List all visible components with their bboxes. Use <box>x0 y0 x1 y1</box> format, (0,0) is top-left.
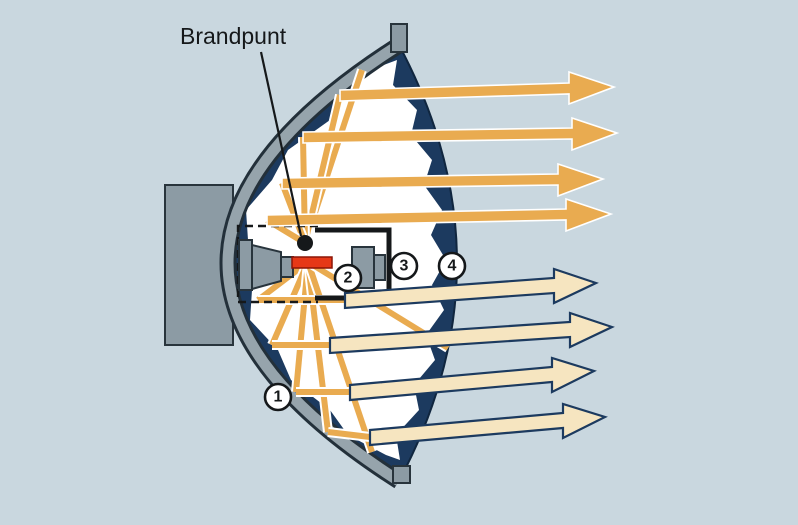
reflector-shell <box>222 40 402 486</box>
light-ray <box>305 261 375 453</box>
beam-arrow <box>281 162 606 198</box>
diffuse-beam-arrow <box>368 402 608 447</box>
badge-label: 4 <box>448 258 457 275</box>
badge-1: 1 <box>263 382 293 412</box>
diffuse-beam-arrow <box>348 356 597 402</box>
top-mounting-tab <box>390 23 408 53</box>
bulb-tip <box>280 256 294 278</box>
badge-circle <box>389 251 419 281</box>
badge-circle <box>263 382 293 412</box>
badge-label: 1 <box>274 389 283 406</box>
brandpunt-label: Brandpunt <box>180 23 287 49</box>
focal-point-dot <box>297 235 313 251</box>
badge-4: 4 <box>437 251 467 281</box>
bulb-neck <box>251 243 282 291</box>
diffuse-beam-arrow <box>343 267 599 310</box>
badge-2: 2 <box>333 263 363 293</box>
holder-pin-tip <box>373 254 386 281</box>
badge-3: 3 <box>389 251 419 281</box>
badge-label: 2 <box>344 270 353 287</box>
parallel-beams <box>266 70 620 233</box>
badge-label: 3 <box>400 258 409 275</box>
filament <box>291 256 333 269</box>
diverging-beams <box>328 267 615 447</box>
reflected-ray <box>327 429 371 440</box>
beam-arrow <box>302 116 620 152</box>
brandpunt-pointer-line <box>259 51 303 237</box>
beam-arrow <box>266 197 614 233</box>
bulb-base <box>238 239 253 291</box>
badge-circle <box>437 251 467 281</box>
reflector-interior <box>238 60 446 460</box>
beam-arrow <box>339 70 617 106</box>
diffuse-beam-arrow <box>328 311 615 355</box>
bulb-assembly <box>236 224 392 304</box>
bottom-mounting-tab <box>392 465 411 484</box>
badge-circle <box>333 263 363 293</box>
